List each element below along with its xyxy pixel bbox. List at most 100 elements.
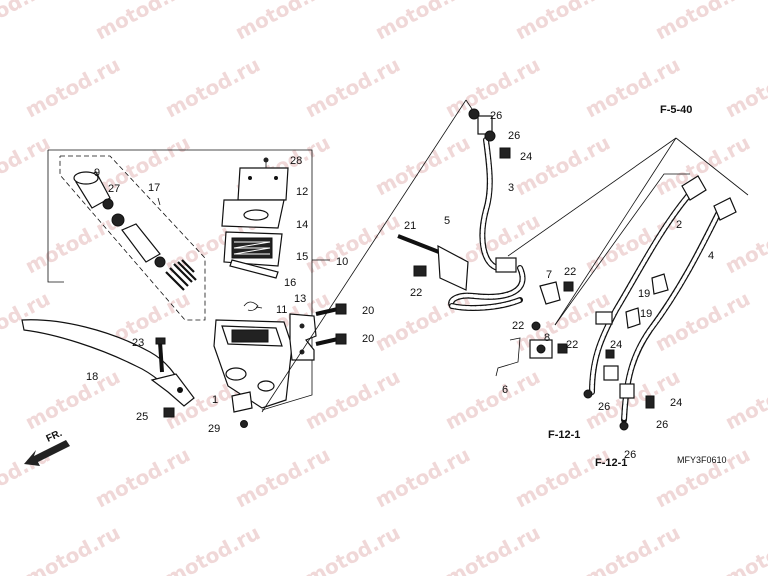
watermark-text: motod.ru: [301, 364, 404, 434]
callout-9: 9: [94, 167, 100, 179]
callout-19: 19: [638, 288, 650, 300]
stop-switch: [231, 391, 253, 428]
watermark-text: motod.ru: [651, 0, 754, 44]
watermark-text: motod.ru: [161, 520, 264, 576]
callout-15: 15: [296, 251, 308, 263]
leader-lines: [261, 99, 749, 413]
three-way-joint: [448, 257, 526, 311]
valve-assembly: [495, 337, 568, 377]
callout-4: 4: [708, 250, 714, 262]
callout-26: 26: [508, 130, 520, 142]
callout-24: 24: [520, 151, 532, 163]
watermark-text: motod.ru: [231, 0, 334, 44]
callout-11: 11: [276, 304, 287, 316]
callout-23: 23: [132, 337, 144, 349]
callout-22: 22: [512, 320, 524, 332]
watermark-text: motod.ru: [581, 520, 684, 576]
master-cylinder-outline: [47, 149, 330, 411]
callout-14: 14: [296, 219, 308, 231]
watermark-text: motod.ru: [21, 52, 124, 122]
callout-22: 22: [564, 266, 576, 278]
callout-28: 28: [290, 155, 302, 167]
callout-25: 25: [136, 411, 148, 423]
float-plate: [229, 259, 279, 279]
watermark-text: motod.ru: [721, 364, 768, 434]
watermark-text: motod.ru: [301, 52, 404, 122]
watermark-text: motod.ru: [721, 52, 768, 122]
callout-26: 26: [598, 401, 610, 413]
callout-17: 17: [148, 182, 160, 194]
callout-29: 29: [208, 423, 220, 435]
callout-13: 13: [294, 293, 306, 305]
watermark-text: motod.ru: [371, 442, 474, 512]
piston-kit: [73, 171, 197, 291]
holder: [289, 313, 317, 361]
callout-19: 19: [640, 308, 652, 320]
clip: [243, 301, 263, 311]
watermark-text: motod.ru: [441, 364, 544, 434]
watermark-text: motod.ru: [511, 0, 614, 44]
watermark-text: motod.ru: [441, 520, 544, 576]
watermark-text: motod.ru: [371, 130, 474, 200]
reservoir-cap: [237, 157, 289, 201]
callout-26: 26: [490, 110, 502, 122]
watermark-text: motod.ru: [651, 442, 754, 512]
joint-bracket: [397, 234, 469, 291]
callout-26: 26: [656, 419, 668, 431]
long-hoses: [583, 175, 737, 431]
callout-24: 24: [670, 397, 682, 409]
diaphragm: [223, 231, 283, 267]
reservoir-plate: [221, 199, 285, 229]
watermark-text: motod.ru: [231, 442, 334, 512]
watermark-text: motod.ru: [721, 208, 768, 278]
callout-3: 3: [508, 182, 514, 194]
upper-hose: [468, 108, 511, 271]
callout-20: 20: [362, 333, 374, 345]
ref-f-12-1-a: F-12-1: [548, 429, 580, 441]
callout-16: 16: [284, 277, 296, 289]
callout-21: 21: [404, 220, 416, 232]
watermark-text: motod.ru: [91, 130, 194, 200]
front-label: FR.: [45, 428, 64, 445]
callout-20: 20: [362, 305, 374, 317]
callout-26: 26: [624, 449, 636, 461]
watermark-text: motod.ru: [21, 520, 124, 576]
callout-18: 18: [86, 371, 98, 383]
callout-2: 2: [676, 219, 682, 231]
callout-24: 24: [610, 339, 622, 351]
watermark-text: motod.ru: [371, 0, 474, 44]
watermark-text: motod.ru: [91, 0, 194, 44]
callout-22: 22: [566, 339, 578, 351]
watermark-text: motod.ru: [91, 442, 194, 512]
watermark-text: motod.ru: [21, 364, 124, 434]
watermark-text: motod.ru: [161, 52, 264, 122]
callout-7: 7: [546, 269, 552, 281]
watermark-text: motod.ru: [721, 520, 768, 576]
watermark-text: motod.ru: [0, 0, 54, 44]
callout-labels: 1234567891011121314151617181919202021222…: [86, 110, 714, 461]
front-arrow-icon: [24, 440, 70, 466]
callout-1: 1: [212, 394, 218, 406]
callout-22: 22: [410, 287, 422, 299]
watermark-text: motod.ru: [21, 208, 124, 278]
diagram-code: MFY3F0610: [677, 455, 727, 465]
brake-lever: [21, 319, 195, 407]
watermark-text: motod.ru: [511, 130, 614, 200]
watermark-text: motod.ru: [0, 130, 54, 200]
callout-10: 10: [336, 256, 348, 268]
callout-8: 8: [544, 332, 550, 344]
watermark-text: motod.ru: [511, 442, 614, 512]
holder-bolts: [315, 303, 347, 346]
ref-f-12-1-b: F-12-1: [595, 457, 627, 469]
callout-5: 5: [444, 215, 450, 227]
watermark-text: motod.ru: [651, 286, 754, 356]
ref-f-5-40: F-5-40: [660, 104, 692, 116]
hose-clamp: [531, 281, 574, 331]
lever-pivot: [155, 337, 175, 418]
callout-12: 12: [296, 186, 308, 198]
callout-27: 27: [108, 183, 120, 195]
master-cylinder-body: [213, 319, 293, 409]
callout-6: 6: [502, 384, 508, 396]
watermark-text: motod.ru: [301, 520, 404, 576]
